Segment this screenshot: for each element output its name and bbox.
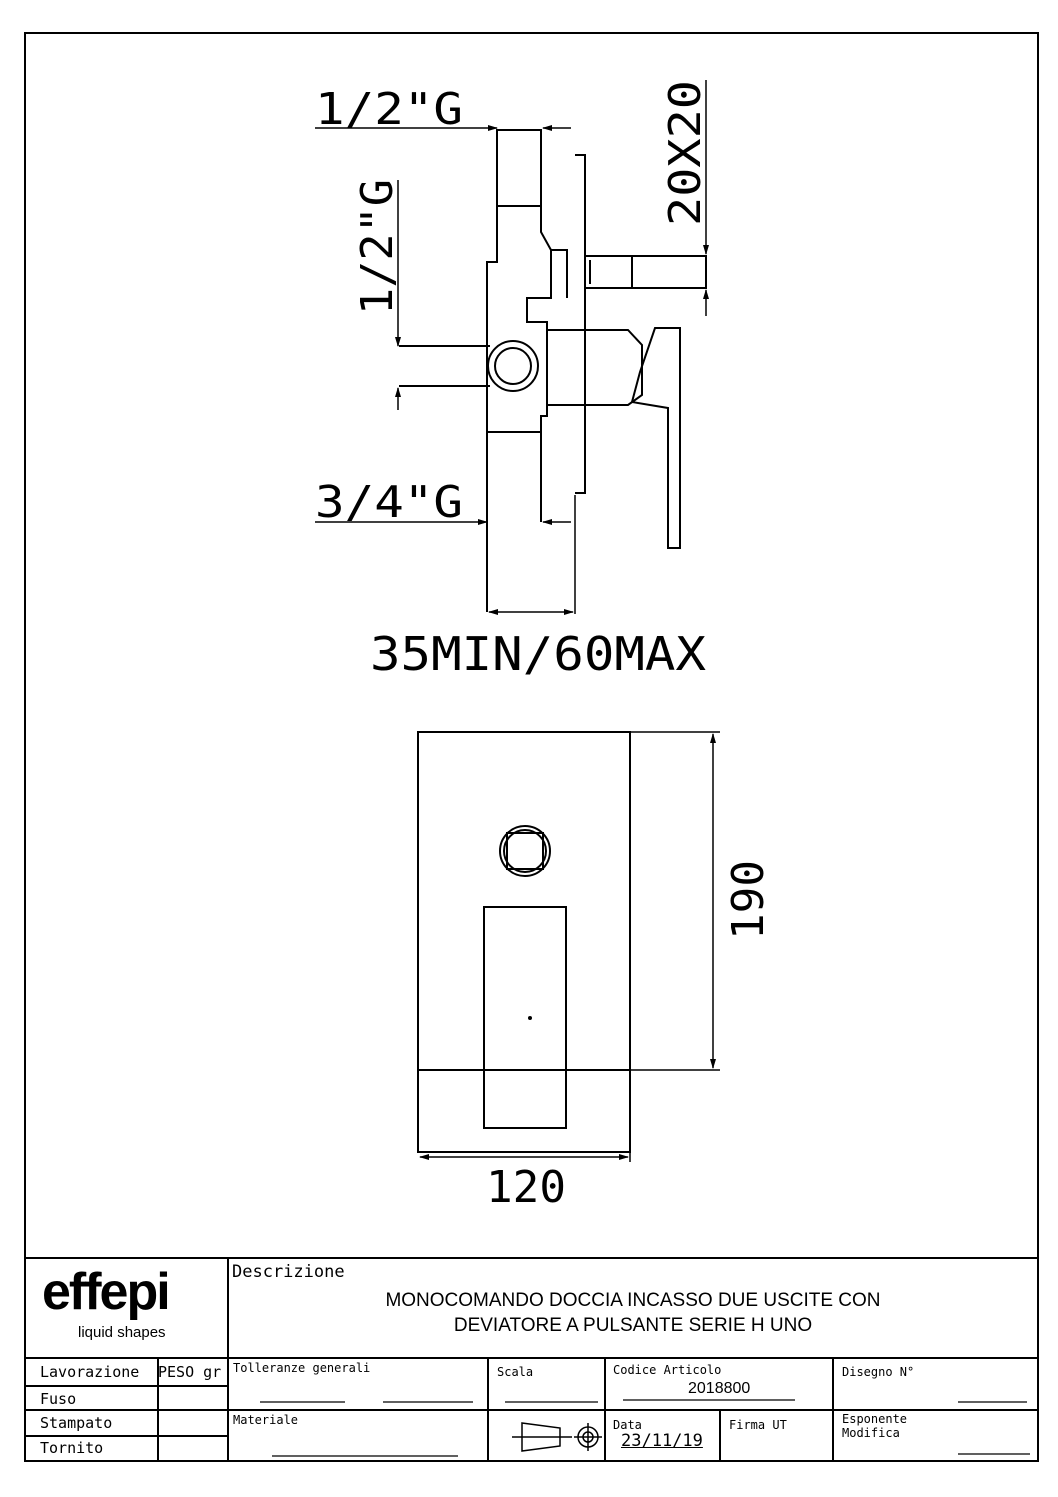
revision-label-esponente: Esponente	[842, 1412, 908, 1426]
weight-label: PESO gr	[158, 1363, 222, 1381]
article-code: 2018800	[688, 1380, 751, 1397]
process-label: Lavorazione	[40, 1363, 140, 1381]
process-row-stampato: Stampato	[40, 1414, 113, 1432]
front-view-dimensions	[419, 731, 720, 1162]
first-angle-projection-icon	[512, 1422, 602, 1452]
revision-label-modifica: Modifica	[842, 1426, 900, 1440]
dim-inlet-top: 1/2"G	[315, 84, 463, 135]
date-label: Data	[613, 1418, 642, 1432]
brand-logo: effepi	[42, 1263, 171, 1321]
dim-depth-range: 35MIN/60MAX	[370, 627, 706, 681]
dim-outlet-bottom: 3/4"G	[315, 477, 463, 528]
description-label: Descrizione	[232, 1262, 345, 1282]
scale-label: Scala	[497, 1365, 534, 1379]
dim-plate-width: 120	[486, 1162, 566, 1213]
process-row-tornito: Tornito	[40, 1439, 104, 1457]
signature-label: Firma UT	[729, 1418, 787, 1432]
date-value: 23/11/19	[621, 1431, 703, 1451]
sheet-border	[24, 32, 1039, 1462]
description-line-2: DEVIATORE A PULSANTE SERIE H UNO	[453, 1315, 813, 1336]
drawing-number-label: Disegno N°	[842, 1365, 915, 1379]
description-line-1: MONOCOMANDO DOCCIA INCASSO DUE USCITE CO…	[385, 1290, 881, 1311]
side-view	[399, 129, 707, 612]
process-row-fuso: Fuso	[40, 1390, 77, 1408]
dim-inlet-side: 1/2"G	[352, 179, 403, 315]
side-view-dimensions	[315, 80, 709, 615]
title-block-fill-lines	[260, 1399, 1030, 1457]
article-code-label: Codice Articolo	[613, 1363, 722, 1377]
dim-square-size: 20X20	[660, 80, 711, 226]
front-view	[417, 731, 631, 1153]
title-block-grid	[25, 1257, 1038, 1461]
tolerances-label: Tolleranze generali	[233, 1361, 371, 1375]
dim-plate-height: 190	[723, 860, 774, 940]
brand-tagline: liquid shapes	[78, 1324, 166, 1341]
material-label: Materiale	[233, 1413, 299, 1427]
